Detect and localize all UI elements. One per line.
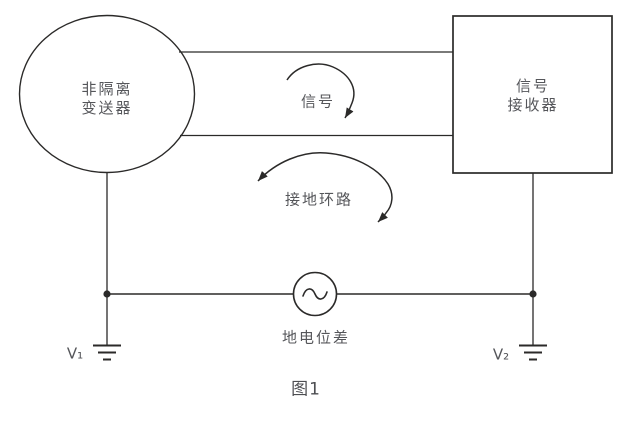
signal-label: 信号	[300, 92, 336, 111]
transmitter-label: 非隔离 变送器	[81, 80, 132, 118]
v1-label: V₁	[66, 344, 84, 363]
figure-caption: 图1	[291, 379, 321, 400]
v2-label: V₂	[492, 345, 510, 364]
receiver-label: 信号 接收器	[507, 77, 558, 115]
transmitter-label-line2: 变送器	[81, 99, 133, 117]
ground-potential-difference-label: 地电位差	[281, 328, 351, 347]
junction-dot-left	[103, 290, 111, 298]
signal-direction-arrow-icon	[286, 63, 355, 119]
ground-symbol-left	[93, 344, 121, 361]
ac-source-circle	[292, 271, 338, 317]
junction-dot-right	[529, 290, 537, 298]
receiver-label-line1: 信号	[515, 77, 551, 95]
receiver-label-line2: 接收器	[507, 96, 559, 114]
ground-symbol-right	[519, 344, 547, 361]
ac-tilde-icon	[302, 288, 328, 300]
ground-loop-label: 接地环路	[284, 190, 354, 209]
ground-loop-arrow-icon	[257, 152, 393, 223]
transmitter-label-line1: 非隔离	[81, 80, 133, 98]
